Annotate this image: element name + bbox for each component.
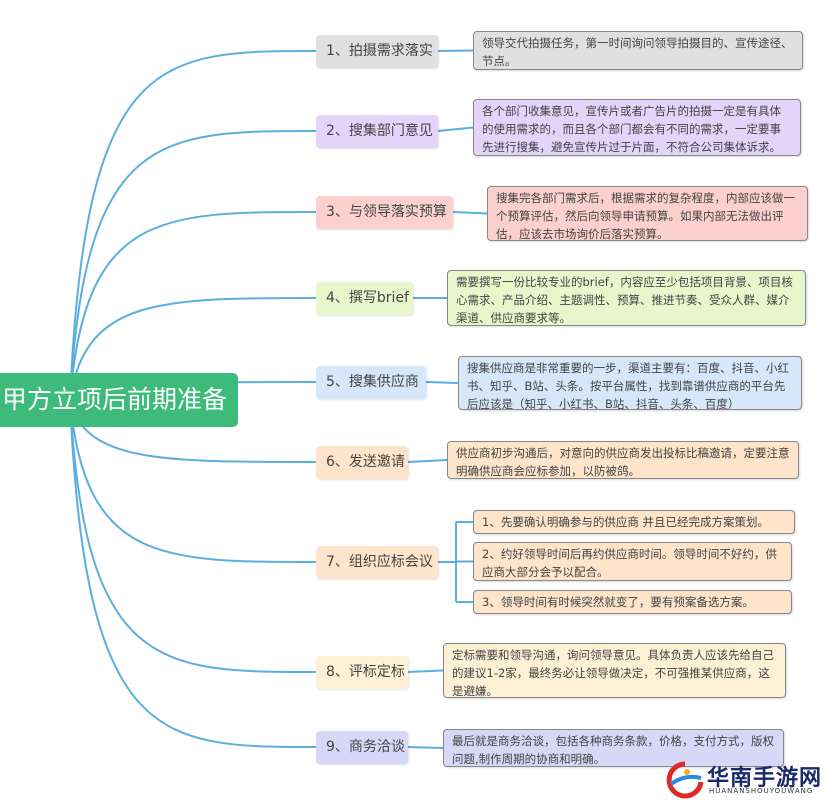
branch-topic[interactable]: 5、搜集供应商 [316, 366, 426, 399]
detail-note[interactable]: 供应商初步沟通后，对意向的供应商发出投标比稿邀请，定要注意明确供应商会应标参加，… [447, 441, 799, 479]
detail-note[interactable]: 需要撰写一份比较专业的brief，内容应至少包括项目背景、项目核心需求、产品介绍… [447, 270, 806, 326]
detail-note[interactable]: 定标需要和领导沟通，询问领导意见。具体负责人应该先给自己的建议1-2家，最终务必… [443, 643, 786, 698]
branch-topic[interactable]: 8、评标定标 [316, 656, 408, 689]
root-connector [69, 399, 317, 748]
detail-note[interactable]: 各个部门收集意见，宣传片或者广告片的拍摄一定是有具体的使用需求的，而且各个部门都… [473, 99, 801, 156]
root-topic[interactable]: 甲方立项后前期准备 [0, 373, 238, 427]
detail-note[interactable]: 领导交代拍摄任务，第一时间询问领导拍摄目的、宣传途径、节点。 [473, 31, 803, 70]
detail-connector [425, 381, 459, 384]
detail-connector [437, 126, 474, 132]
watermark-subtitle: HUANANSHOUYOUWANG [709, 787, 814, 795]
detail-connector [407, 669, 444, 673]
root-connector [69, 130, 317, 401]
detail-note[interactable]: 1、先要确认明确参与的供应商 并且已经完成方案策划。 [473, 510, 795, 534]
detail-connector [407, 746, 444, 749]
branch-topic[interactable]: 7、组织应标会议 [316, 546, 438, 579]
detail-connector [452, 211, 488, 215]
branch-topic[interactable]: 9、商务洽谈 [316, 731, 408, 764]
branch-topic[interactable]: 1、拍摄需求落实 [316, 35, 438, 68]
root-connector [69, 399, 317, 563]
branch-topic[interactable]: 2、搜集部门意见 [316, 115, 438, 148]
root-connector [69, 399, 317, 673]
root-connector [69, 211, 317, 401]
detail-connector [407, 459, 448, 463]
detail-note[interactable]: 2、约好领导时间后再约供应商时间。领导时间不好约，供应商大部分会予以配合。 [473, 542, 792, 581]
branch-topic[interactable]: 3、与领导落实预算 [316, 196, 453, 229]
detail-connector [438, 561, 473, 603]
root-connector [69, 50, 317, 401]
watermark-title: 华南手游网 [707, 766, 823, 791]
detail-note[interactable]: 搜集供应商是非常重要的一步，渠道主要有：百度、抖音、小红书、知乎、B站、头条。按… [458, 356, 802, 411]
branch-topic[interactable]: 4、撰写brief [316, 282, 413, 315]
detail-connector [437, 49, 474, 52]
detail-note[interactable]: 最后就是商务洽谈，包括各种商务条款，价格，支付方式，版权问题,制作周期的协商和明… [443, 729, 784, 767]
detail-note[interactable]: 3、领导时间有时候突然就变了，要有预案备选方案。 [473, 590, 792, 614]
root-connector [69, 297, 317, 401]
logo-icon [666, 761, 704, 799]
branch-topic[interactable]: 6、发送邀请 [316, 446, 408, 479]
watermark-logo: 华南手游网 HUANANSHOUYOUWANG [665, 760, 835, 800]
detail-note[interactable]: 搜集完各部门需求后，根据需求的复杂程度，内部应该做一个预算评估，然后向领导申请预… [487, 186, 808, 241]
